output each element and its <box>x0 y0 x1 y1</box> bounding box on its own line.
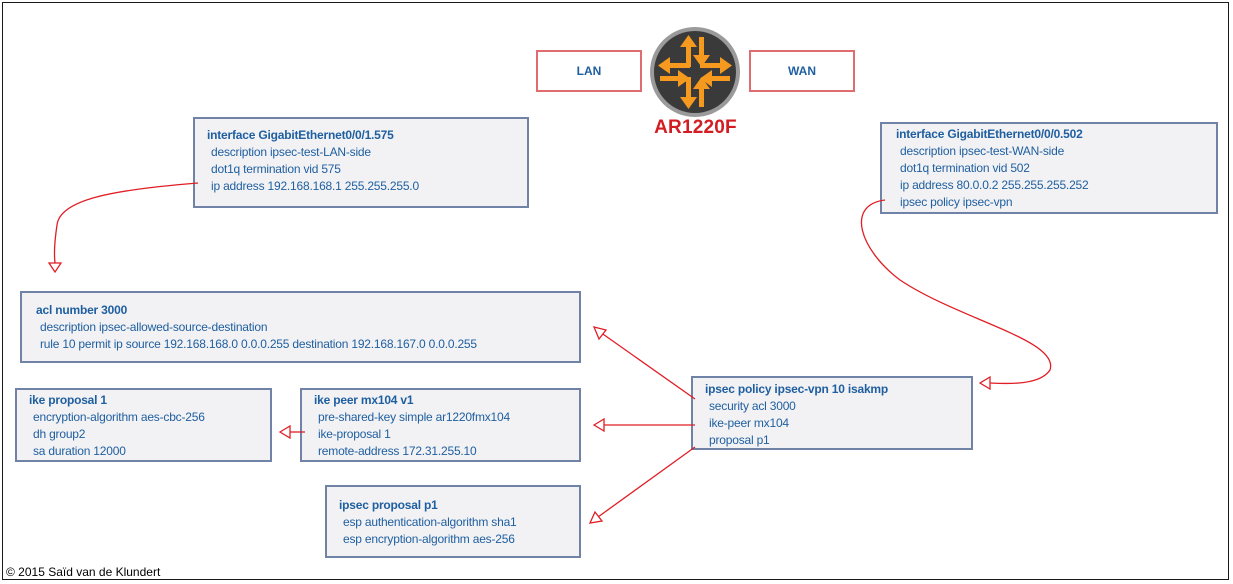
router-icon <box>650 27 740 117</box>
ipsec-proposal-box: ipsec proposal p1 esp authentication-alg… <box>325 485 581 558</box>
ike-peer-line: remote-address 172.31.255.10 <box>318 444 477 458</box>
lan-interface-box: interface GigabitEthernet0/0/1.575 descr… <box>193 117 529 208</box>
wan-label: WAN <box>749 50 855 92</box>
arrowhead-policy-to-acl <box>592 326 608 341</box>
arrowhead-lan-to-acl <box>47 262 63 274</box>
ipsec-policy-line: ike-peer mx104 <box>709 416 789 430</box>
router-label: AR1220F <box>654 117 737 138</box>
ipsec-policy-title: ipsec policy ipsec-vpn 10 isakmp <box>705 382 889 396</box>
lan-interface-title: interface GigabitEthernet0/0/1.575 <box>207 128 394 142</box>
ike-proposal-line: dh group2 <box>33 427 86 441</box>
ike-peer-line: pre-shared-key simple ar1220fmx104 <box>318 410 510 424</box>
lan-label: LAN <box>536 50 642 92</box>
ike-proposal-box: ike proposal 1 encryption-algorithm aes-… <box>15 388 272 462</box>
ike-proposal-title: ike proposal 1 <box>29 393 107 407</box>
wan-interface-line: ip address 80.0.0.2 255.255.255.252 <box>900 178 1089 192</box>
ipsec-policy-box: ipsec policy ipsec-vpn 10 isakmp securit… <box>691 376 973 450</box>
wan-interface-line: description ipsec-test-WAN-side <box>900 144 1065 158</box>
connector-policy-to-ipsecproposal <box>597 446 696 518</box>
connector-policy-to-acl <box>599 331 696 400</box>
ike-proposal-line: encryption-algorithm aes-cbc-256 <box>33 410 205 424</box>
arrowhead-policy-to-ikepeer <box>592 417 605 433</box>
ipsec-proposal-line: esp authentication-algorithm sha1 <box>343 515 517 529</box>
wan-interface-box: interface GigabitEthernet0/0/0.502 descr… <box>880 122 1218 214</box>
connector-wan-to-policy <box>860 199 1052 385</box>
wan-interface-line: dot1q termination vid 502 <box>900 161 1030 175</box>
acl-line: description ipsec-allowed-source-destina… <box>40 320 268 334</box>
ipsec-proposal-title: ipsec proposal p1 <box>339 498 438 512</box>
ipsec-policy-line: proposal p1 <box>709 433 770 447</box>
acl-line: rule 10 permit ip source 192.168.168.0 0… <box>40 337 477 351</box>
arrowhead-peer-to-ikeproposal <box>278 424 291 440</box>
copyright-text: © 2015 Saïd van de Klundert <box>6 565 161 579</box>
ike-peer-line: ike-proposal 1 <box>318 427 391 441</box>
acl-title: acl number 3000 <box>36 303 128 317</box>
connector-lan-to-acl <box>53 182 199 264</box>
arrowhead-wan-to-policy <box>978 375 991 391</box>
lan-interface-line: description ipsec-test-LAN-side <box>211 145 371 159</box>
acl-box: acl number 3000 description ipsec-allowe… <box>20 291 581 363</box>
wan-interface-line: ipsec policy ipsec-vpn <box>900 195 1013 209</box>
lan-interface-line: ip address 192.168.168.1 255.255.255.0 <box>211 179 419 193</box>
lan-interface-line: dot1q termination vid 575 <box>211 162 341 176</box>
ipsec-proposal-line: esp encryption-algorithm aes-256 <box>343 532 515 546</box>
wan-interface-title: interface GigabitEthernet0/0/0.502 <box>896 127 1083 141</box>
ike-proposal-line: sa duration 12000 <box>33 444 126 458</box>
ike-peer-title: ike peer mx104 v1 <box>314 393 414 407</box>
arrowhead-policy-to-ipsecproposal <box>588 510 604 524</box>
ike-peer-box: ike peer mx104 v1 pre-shared-key simple … <box>300 388 581 462</box>
ipsec-policy-line: security acl 3000 <box>709 399 796 413</box>
